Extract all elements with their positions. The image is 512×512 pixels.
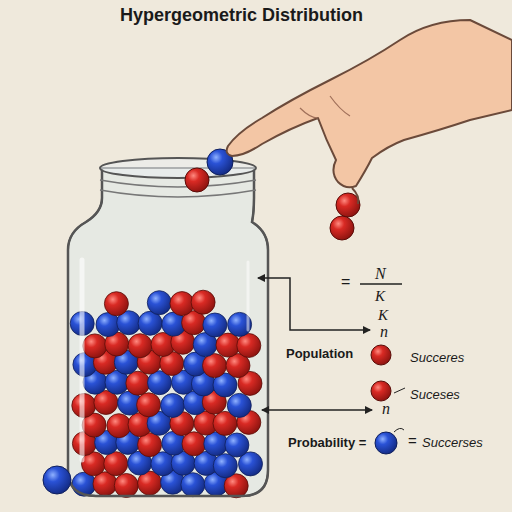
blue-ball <box>203 313 227 337</box>
jar-threads <box>100 180 256 197</box>
hand <box>227 20 512 187</box>
red-ball <box>128 334 152 358</box>
blue-ball <box>96 313 120 337</box>
red-ball <box>137 393 161 417</box>
red-ball <box>371 345 391 365</box>
equals-sign: = <box>408 433 417 450</box>
tick-mark <box>394 388 405 393</box>
leader-arrow <box>262 409 372 411</box>
leader-arrow <box>258 278 370 330</box>
blue-ball <box>161 394 185 418</box>
red-ball <box>191 290 215 314</box>
hand-crease <box>300 96 350 118</box>
blue-ball <box>43 466 71 494</box>
tick-mark <box>394 428 404 432</box>
successes-label: Succeres <box>410 351 464 365</box>
jar-body <box>68 168 268 496</box>
blue-ball <box>213 454 237 478</box>
blue-ball <box>225 433 249 457</box>
probability-label: Probability = <box>288 436 366 450</box>
jar-outline <box>68 168 268 496</box>
red-ball <box>185 168 209 192</box>
variable-k: K <box>378 307 388 324</box>
red-ball <box>336 193 360 217</box>
glass-highlight <box>80 260 85 460</box>
blue-ball <box>375 432 397 454</box>
successes-label: Suceses <box>410 388 460 402</box>
red-ball <box>330 216 354 240</box>
red-ball <box>104 292 128 316</box>
blue-ball <box>147 291 171 315</box>
red-ball <box>237 334 261 358</box>
title: Hypergeometric Distribution <box>120 6 363 26</box>
red-ball <box>83 334 107 358</box>
finger-tip <box>352 188 358 204</box>
blue-ball <box>181 473 205 497</box>
glass-highlight <box>247 262 250 330</box>
red-ball <box>104 452 128 476</box>
variable-k: K <box>375 288 385 305</box>
variable-n: n <box>380 323 388 341</box>
red-ball <box>114 474 138 498</box>
population-label: Population <box>286 347 353 361</box>
red-ball <box>216 333 240 357</box>
variable-n-total: N <box>375 265 386 283</box>
red-ball <box>371 381 391 401</box>
jar-balls <box>70 290 262 498</box>
variable-n: n <box>382 400 390 418</box>
fraction-line <box>360 283 402 285</box>
red-ball <box>170 292 194 316</box>
equals-sign: = <box>341 273 350 291</box>
red-ball <box>203 354 227 378</box>
blue-ball <box>227 393 251 417</box>
successes-label: Succerses <box>422 436 483 450</box>
red-ball <box>126 371 150 395</box>
red-ball <box>107 414 131 438</box>
